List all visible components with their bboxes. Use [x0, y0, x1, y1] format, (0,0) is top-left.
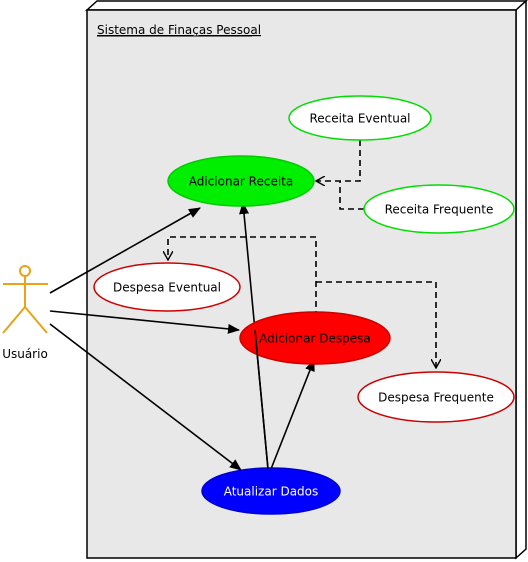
dep-receita-eventual — [316, 140, 361, 181]
assoc-usuario-adicionar-receita — [49, 207, 201, 294]
use-case-label: Receita Frequente — [385, 203, 494, 217]
assoc-atualizar-adicionar-despesa — [270, 359, 315, 470]
assoc-overlay-line — [254, 329, 269, 470]
dep-receita-frequente — [339, 181, 364, 210]
use-case-receita-eventual[interactable]: Receita Eventual — [288, 95, 432, 141]
use-case-receita-frequente[interactable]: Receita Frequente — [363, 184, 515, 234]
use-case-label: Despesa Eventual — [113, 281, 221, 295]
assoc-usuario-atualizar-dados — [49, 323, 242, 471]
use-case-label: Despesa Frequente — [378, 391, 494, 405]
use-case-label: Adicionar Despesa — [259, 332, 370, 346]
actor-label: Usuário — [2, 347, 48, 361]
use-case-despesa-frequente[interactable]: Despesa Frequente — [357, 371, 515, 423]
use-case-label: Receita Eventual — [309, 112, 410, 126]
use-case-adicionar-despesa[interactable]: Adicionar Despesa — [239, 311, 391, 365]
use-case-label: Atualizar Dados — [224, 485, 319, 499]
actor-figure[interactable] — [2, 265, 48, 334]
dep-despesa-eventual — [168, 236, 317, 317]
use-case-atualizar-dados[interactable]: Atualizar Dados — [201, 467, 341, 515]
use-case-despesa-eventual[interactable]: Despesa Eventual — [93, 262, 241, 312]
use-case-label: Adicionar Receita — [189, 175, 293, 189]
assoc-usuario-adicionar-despesa — [49, 310, 240, 334]
dep-despesa-frequente — [316, 281, 436, 368]
system-title: Sistema de Finaças Pessoal — [97, 23, 261, 37]
use-case-adicionar-receita[interactable]: Adicionar Receita — [167, 155, 315, 207]
